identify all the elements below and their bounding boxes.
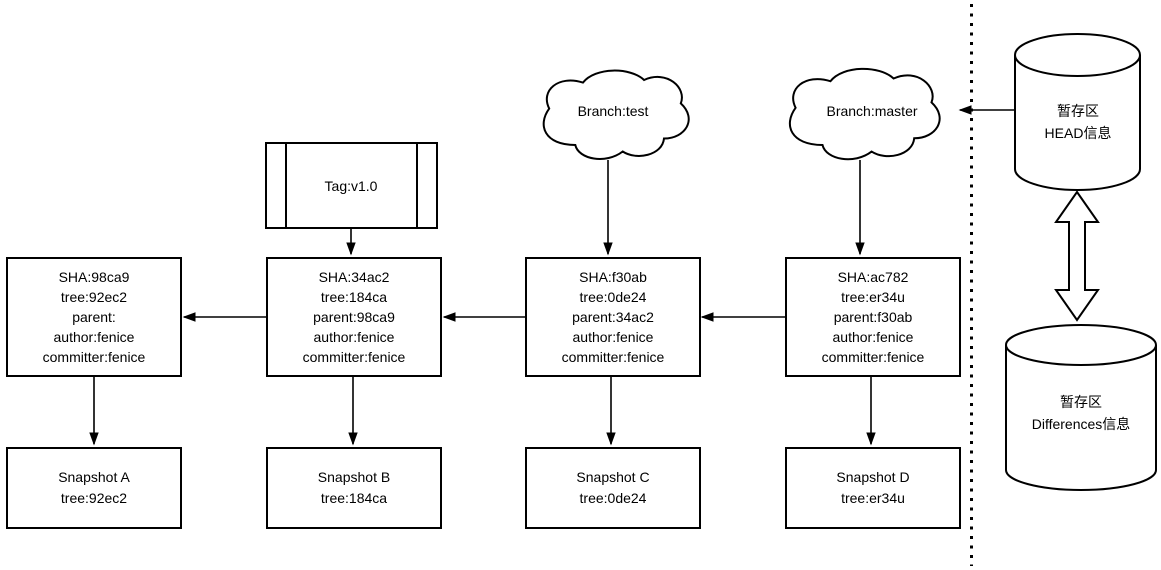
tag-label: Tag:v1.0 [324,178,378,194]
snapshot-tree: tree:er34u [841,490,905,506]
snapshot-tree: tree:92ec2 [60,490,128,506]
commit-author: author:fenice [832,329,914,345]
snapshot-box-c: Snapshot C tree:0de24 [525,447,701,529]
branch-test-label: Branch:test [577,103,649,119]
staging-differences-line1: 暂存区 [1060,394,1102,410]
commit-committer: committer:fenice [42,349,146,365]
snapshot-name: Snapshot C [576,469,650,485]
staging-head-line1: 暂存区 [1057,103,1099,119]
snapshot-name: Snapshot D [836,469,910,485]
commit-tree: tree:0de24 [579,289,647,305]
staging-differences-label: 暂存区 Differences信息 [1032,391,1131,435]
commit-box-1: SHA:98ca9 tree:92ec2 parent: author:feni… [6,257,182,377]
commit-sha: SHA:ac782 [837,269,909,285]
commit-tree: tree:184ca [320,289,388,305]
commit-committer: committer:fenice [561,349,665,365]
branch-test-cloud [542,69,690,160]
commit-parent: parent: [72,309,116,325]
commit-parent: parent:34ac2 [572,309,654,325]
snapshot-name: Snapshot A [58,469,130,485]
commit-parent: parent:f30ab [833,309,913,325]
commit-tree: tree:er34u [841,289,905,305]
snapshot-tree: tree:184ca [320,490,388,506]
staging-head-label: 暂存区 HEAD信息 [1045,100,1112,144]
staging-head-line2: HEAD信息 [1044,125,1112,141]
staging-head-cylinder [1014,33,1141,191]
commit-author: author:fenice [313,329,395,345]
branch-master-cloud [788,67,941,161]
commit-author: author:fenice [572,329,654,345]
commit-box-4: SHA:ac782 tree:er34u parent:f30ab author… [785,257,961,377]
commit-committer: committer:fenice [821,349,925,365]
snapshot-box-a: Snapshot A tree:92ec2 [6,447,182,529]
commit-tree: tree:92ec2 [60,289,128,305]
commit-sha: SHA:34ac2 [318,269,390,285]
double-arrow-connector [1054,190,1100,322]
snapshot-box-b: Snapshot B tree:184ca [266,447,442,529]
snapshot-name: Snapshot B [317,469,391,485]
commit-parent: parent:98ca9 [313,309,395,325]
snapshot-tree: tree:0de24 [579,490,647,506]
staging-differences-cylinder [1005,324,1157,491]
commit-box-3: SHA:f30ab tree:0de24 parent:34ac2 author… [525,257,701,377]
commit-sha: SHA:f30ab [579,269,647,285]
snapshot-box-d: Snapshot D tree:er34u [785,447,961,529]
branch-master-label: Branch:master [826,103,918,119]
commit-sha: SHA:98ca9 [58,269,130,285]
commit-box-2: SHA:34ac2 tree:184ca parent:98ca9 author… [266,257,442,377]
commit-committer: committer:fenice [302,349,406,365]
commit-author: author:fenice [53,329,135,345]
staging-differences-line2: Differences信息 [1031,416,1131,432]
